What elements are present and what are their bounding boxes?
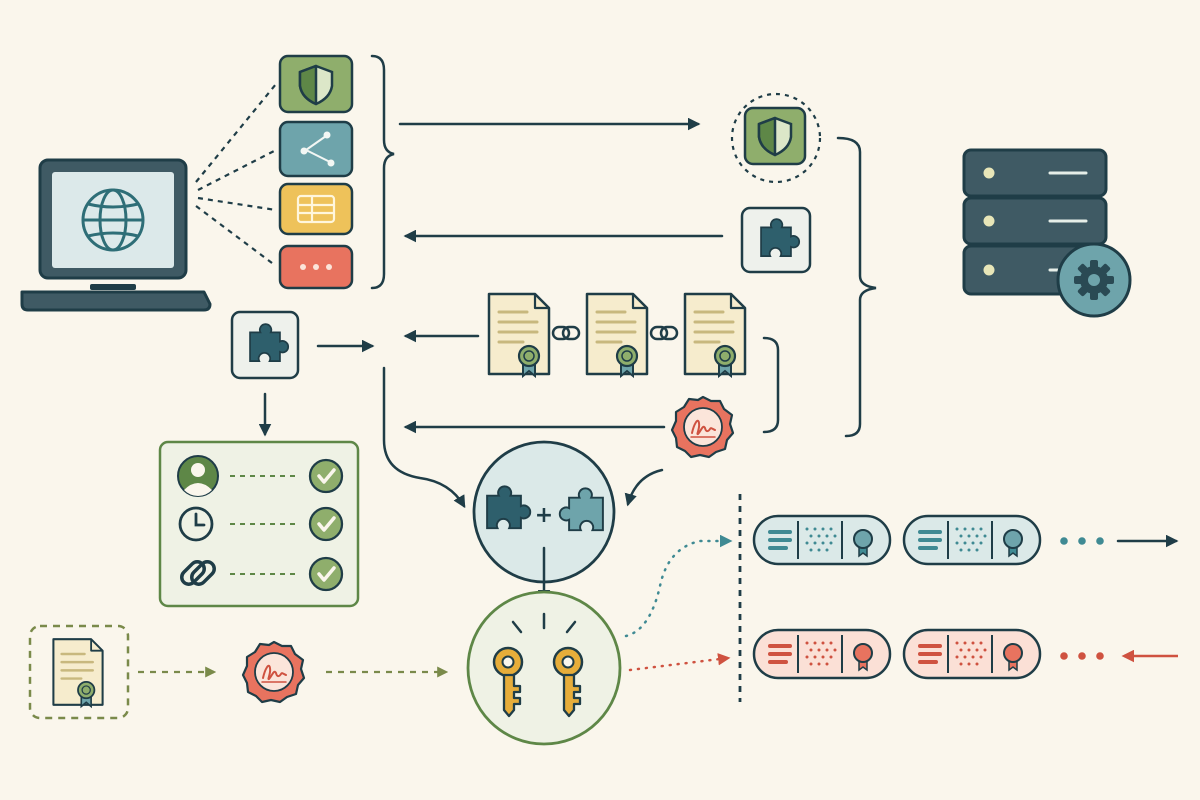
certificate-signature-brace (762, 336, 780, 434)
globe-icon (81, 188, 145, 252)
combine-arrow-right (624, 468, 664, 507)
encrypted-record (752, 514, 892, 566)
signature-seal-icon (241, 640, 306, 704)
encrypt-send-path (624, 534, 733, 638)
share-nodes-icon (300, 131, 335, 167)
check-icon (308, 458, 344, 494)
encrypted-record (902, 628, 1042, 680)
session-keys-circle (466, 590, 622, 746)
server-key-share-tile (740, 206, 812, 274)
server-flight-brace (836, 136, 877, 438)
gear-icon (1056, 242, 1132, 318)
resumed-certificate-box (28, 624, 130, 720)
link-icon (180, 560, 216, 586)
clock-icon (178, 506, 214, 542)
client-hello-brace (370, 54, 395, 290)
ellipsis-icon (1060, 652, 1104, 660)
certificate-icon (683, 292, 747, 378)
list-icon (296, 194, 336, 224)
cipher-option-more (278, 244, 354, 290)
encrypted-record (902, 514, 1042, 566)
user-icon (177, 455, 219, 497)
server-icon (962, 148, 1132, 318)
cipher-option-network (278, 120, 354, 178)
client-hello-connectors (195, 83, 277, 267)
cipher-option-list (278, 182, 354, 236)
signature-seal-icon (670, 395, 735, 459)
check-icon (308, 506, 344, 542)
outgoing-records (752, 514, 1179, 566)
ellipsis-icon (300, 264, 332, 270)
encrypted-record (752, 628, 892, 680)
certificate-icon (52, 637, 104, 708)
certificate-icon (585, 292, 649, 378)
cipher-option-shield (278, 54, 354, 114)
combine-operator: + (535, 503, 553, 528)
chain-link-icon (551, 325, 679, 341)
combine-arrow-left (382, 366, 466, 509)
ellipsis-icon (1060, 537, 1104, 545)
encrypt-receive-path (628, 653, 731, 672)
client-key-share-tile (230, 310, 300, 380)
incoming-records (752, 628, 1178, 680)
certificate-chain (487, 292, 747, 378)
check-icon (308, 556, 344, 592)
verification-panel (158, 440, 360, 608)
certificate-icon (487, 292, 551, 378)
server-hello-shield (730, 92, 822, 184)
client-laptop-icon (20, 158, 212, 312)
